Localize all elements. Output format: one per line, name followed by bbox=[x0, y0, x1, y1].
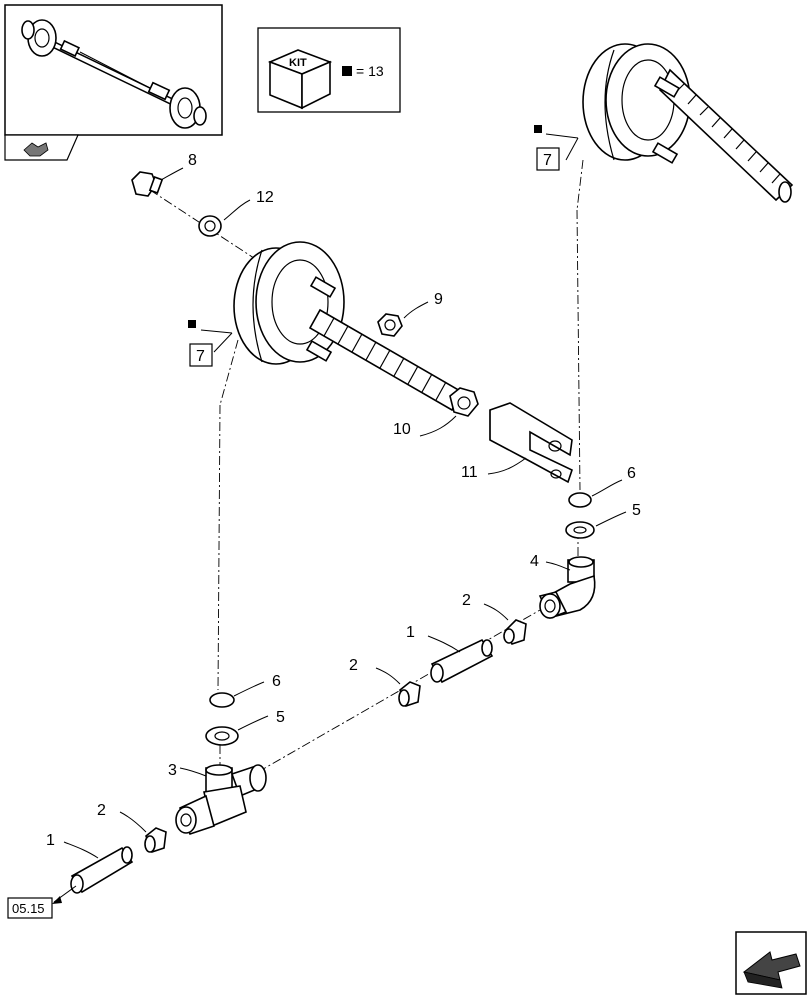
callout-1a: 1 bbox=[406, 624, 415, 641]
part-6-seal-right[interactable] bbox=[568, 492, 592, 508]
callout-1b: 1 bbox=[46, 832, 55, 849]
leader-3 bbox=[179, 767, 207, 777]
thumbnail-tab[interactable] bbox=[4, 134, 79, 161]
leader-9 bbox=[403, 301, 429, 319]
leader-1a bbox=[427, 635, 461, 653]
centre-lines bbox=[149, 159, 584, 773]
leader-8 bbox=[160, 167, 184, 181]
callout-3: 3 bbox=[168, 762, 177, 779]
push-rod-centre bbox=[308, 308, 464, 412]
callout-2a: 2 bbox=[462, 592, 471, 609]
brake-chamber-upper[interactable] bbox=[582, 43, 794, 203]
brake-chamber-centre[interactable] bbox=[233, 241, 464, 412]
part-1-tube-left[interactable] bbox=[70, 846, 134, 894]
leader-4 bbox=[545, 561, 571, 571]
part-12-washer[interactable] bbox=[198, 215, 222, 237]
kit-marker-icon bbox=[188, 320, 196, 328]
leader-6b bbox=[233, 681, 265, 697]
part-1-tube-right[interactable] bbox=[430, 638, 494, 684]
part-2-insert-left[interactable] bbox=[144, 827, 167, 854]
kit-title: KIT bbox=[289, 57, 307, 69]
part-9-nut[interactable] bbox=[377, 313, 403, 337]
kit-marker-icon bbox=[534, 125, 542, 133]
axle-thumbnail-icon bbox=[21, 19, 207, 129]
part-3-tee[interactable] bbox=[175, 764, 267, 836]
part-6-seal-left[interactable] bbox=[209, 692, 235, 708]
leader-2c bbox=[119, 811, 147, 833]
callout-2c: 2 bbox=[97, 802, 106, 819]
leader-12 bbox=[223, 199, 251, 221]
callout-5a: 5 bbox=[632, 502, 641, 519]
kit-equals-label: = 13 bbox=[356, 63, 384, 79]
chamber-ref-upper-label: 7 bbox=[543, 152, 552, 169]
kit-box-icon bbox=[267, 49, 333, 110]
callout-4: 4 bbox=[530, 553, 539, 570]
callout-10: 10 bbox=[393, 421, 411, 438]
part-2-insert-middle[interactable] bbox=[398, 681, 421, 708]
callout-2b: 2 bbox=[349, 657, 358, 674]
leader-5b bbox=[237, 715, 269, 731]
callout-6b: 6 bbox=[272, 673, 281, 690]
callout-5b: 5 bbox=[276, 709, 285, 726]
part-2-insert-right[interactable] bbox=[503, 619, 527, 645]
callout-9: 9 bbox=[434, 291, 443, 308]
navigation-arrow-icon bbox=[742, 951, 801, 989]
leader-5a bbox=[595, 511, 627, 527]
part-8-bolt[interactable] bbox=[131, 171, 164, 197]
callout-6a: 6 bbox=[627, 465, 636, 482]
chamber-ref-upper[interactable]: 7 bbox=[534, 125, 579, 171]
chamber-ref-centre-label: 7 bbox=[196, 348, 205, 365]
callout-11: 11 bbox=[461, 464, 478, 481]
axle-thumbnail[interactable] bbox=[4, 4, 223, 136]
navigation-arrow-button[interactable] bbox=[735, 931, 807, 995]
kit-legend: KIT = 13 bbox=[257, 27, 401, 113]
part-10-nut[interactable] bbox=[449, 387, 479, 417]
callout-12: 12 bbox=[256, 189, 274, 206]
part-5-washer-right[interactable] bbox=[565, 521, 595, 539]
leader-2a bbox=[483, 603, 509, 621]
chamber-ref-centre[interactable]: 7 bbox=[188, 320, 233, 367]
leader-10 bbox=[419, 415, 457, 437]
kit-marker-icon bbox=[342, 66, 352, 76]
page-ref-label: 05.15 bbox=[12, 901, 45, 916]
part-4-elbow[interactable] bbox=[538, 556, 596, 620]
callout-8: 8 bbox=[188, 152, 197, 169]
view-icon bbox=[23, 142, 49, 157]
leader-11 bbox=[487, 457, 527, 475]
leader-6a bbox=[591, 479, 623, 497]
leader-1b bbox=[63, 841, 99, 859]
part-5-washer-left[interactable] bbox=[205, 726, 239, 746]
part-11-clevis[interactable] bbox=[489, 402, 573, 484]
leader-2b bbox=[375, 667, 401, 685]
page-ref-link[interactable]: 05.15 bbox=[7, 885, 77, 919]
